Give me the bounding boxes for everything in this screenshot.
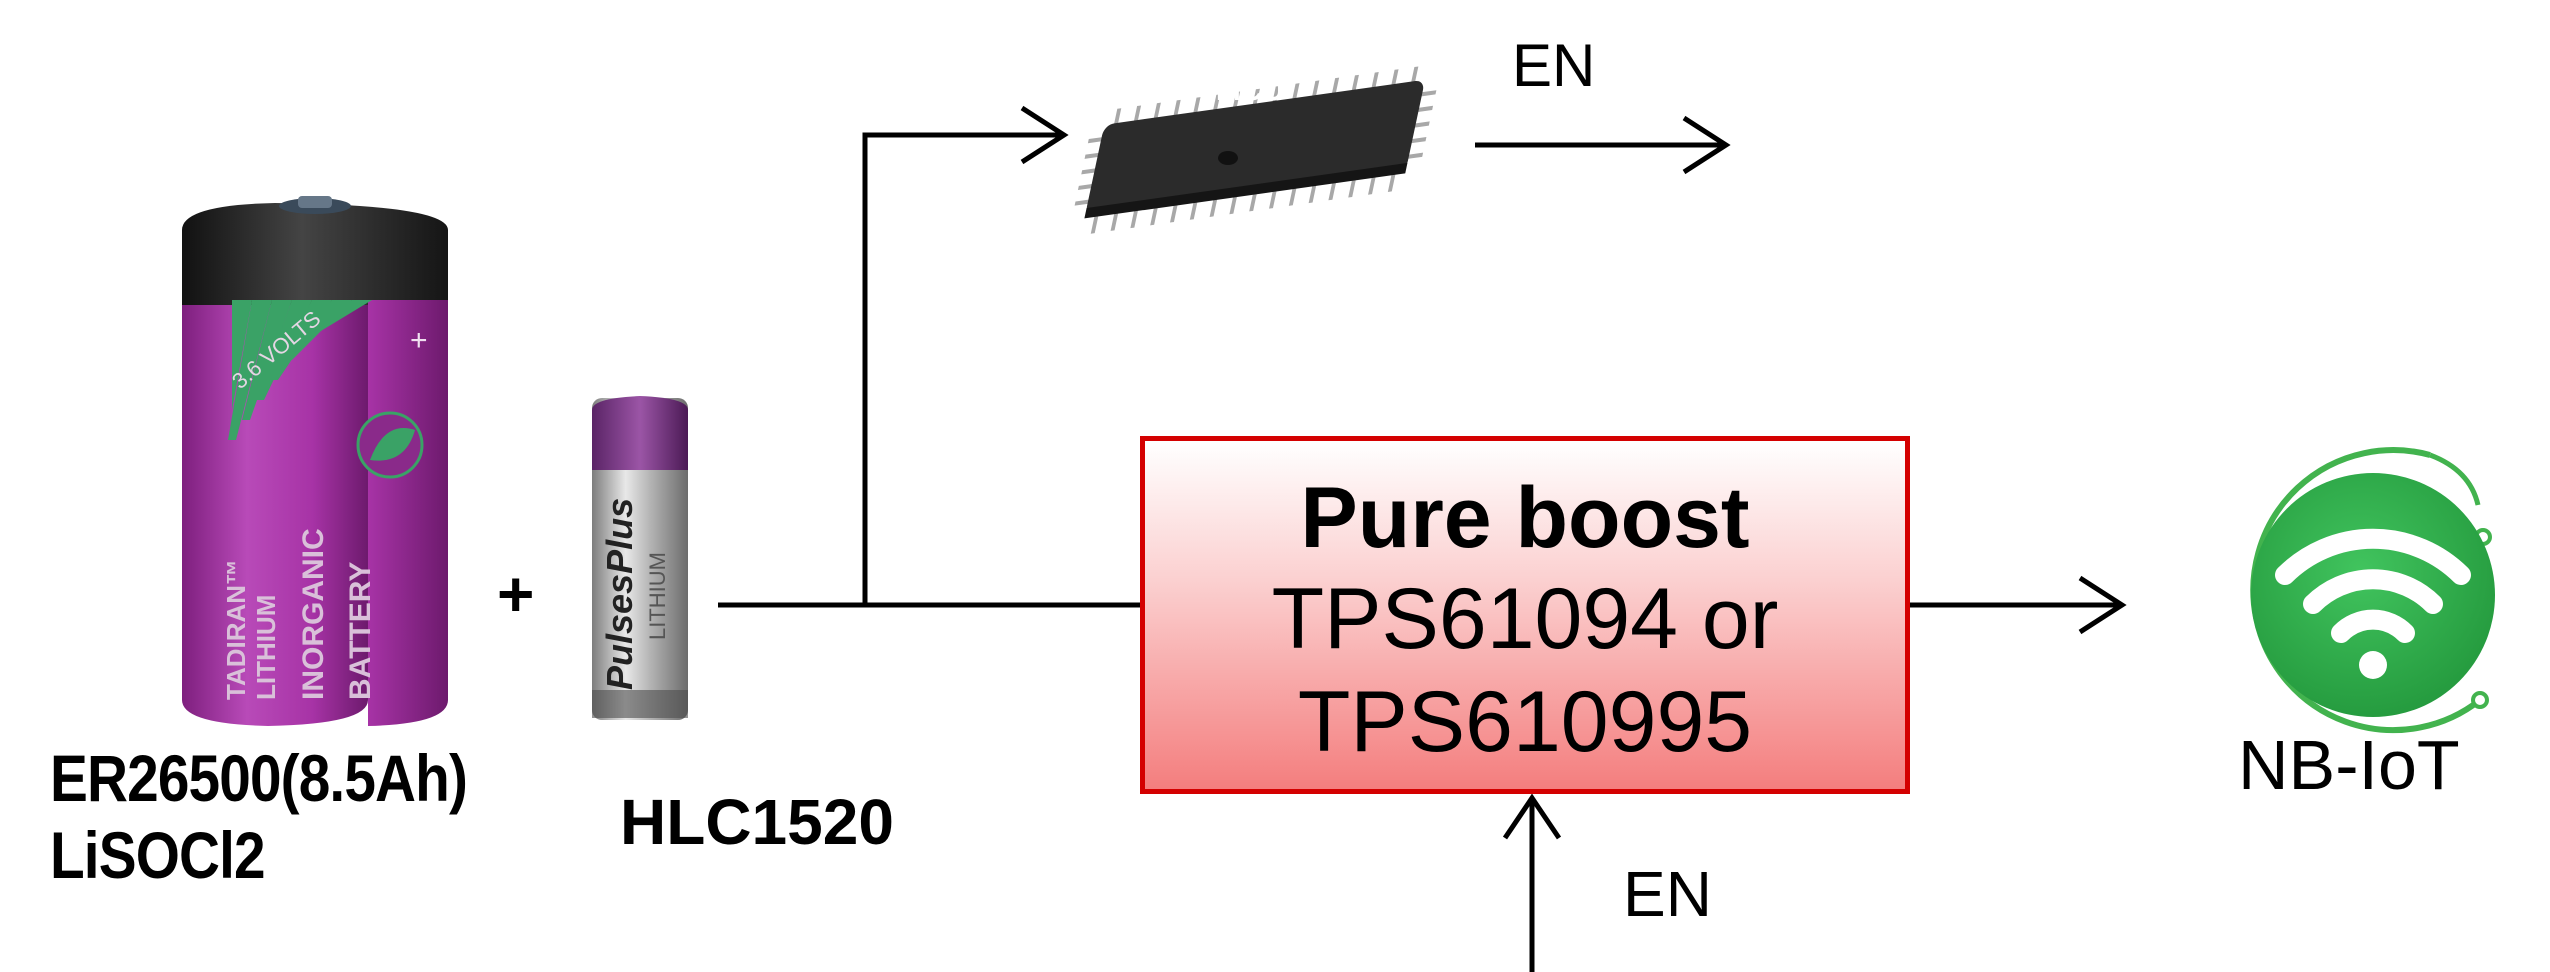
mcu-input-arrowhead: [1020, 105, 1069, 165]
boost-enable-label: EN: [1623, 858, 1712, 930]
svg-text:LITHIUM: LITHIUM: [251, 595, 281, 700]
boost-converter-part-1: TPS61094 or: [1271, 570, 1779, 667]
battery-er26500-image: 3.6 VOLTS + TADIRAN™ LITHIUM INORGANIC B…: [182, 196, 448, 726]
mcu-chip-image: MCU: [1074, 66, 1437, 234]
boost-converter-part-2: TPS610995: [1297, 674, 1753, 771]
boost-enable-arrowhead: [1502, 793, 1562, 840]
battery-er26500-label: ER26500(8.5Ah) LiSOCl2: [50, 740, 468, 894]
wifi-icon: [2250, 447, 2495, 734]
battery-hlc1520-image: PulsesPlus LITHIUM: [592, 396, 688, 720]
svg-text:+: +: [410, 324, 428, 357]
svg-text:BATTERY: BATTERY: [344, 562, 377, 700]
battery-hlc1520-label: HLC1520: [620, 786, 894, 858]
battery-er26500-model: ER26500(8.5Ah): [50, 741, 468, 815]
mcu-label: MCU: [1216, 74, 1284, 107]
svg-text:LITHIUM: LITHIUM: [645, 552, 670, 640]
wire-junction-to-mcu: [862, 132, 1060, 605]
wires: [718, 105, 2127, 972]
mcu-enable-arrowhead: [1682, 115, 1731, 175]
svg-text:TADIRAN™: TADIRAN™: [221, 559, 251, 700]
svg-text:INORGANIC: INORGANIC: [297, 528, 330, 700]
battery-er26500-chemistry: LiSOCl2: [50, 818, 266, 893]
mcu-enable-label: EN: [1512, 32, 1596, 99]
boost-converter-block: Pure boost TPS61094 or TPS610995: [1140, 436, 1910, 794]
svg-text:PulsesPlus: PulsesPlus: [599, 498, 640, 690]
load-input-arrowhead: [2078, 575, 2127, 635]
nb-iot-label: NB-IoT: [2238, 726, 2460, 804]
boost-converter-title: Pure boost: [1300, 470, 1750, 566]
plus-sign: +: [497, 558, 535, 630]
